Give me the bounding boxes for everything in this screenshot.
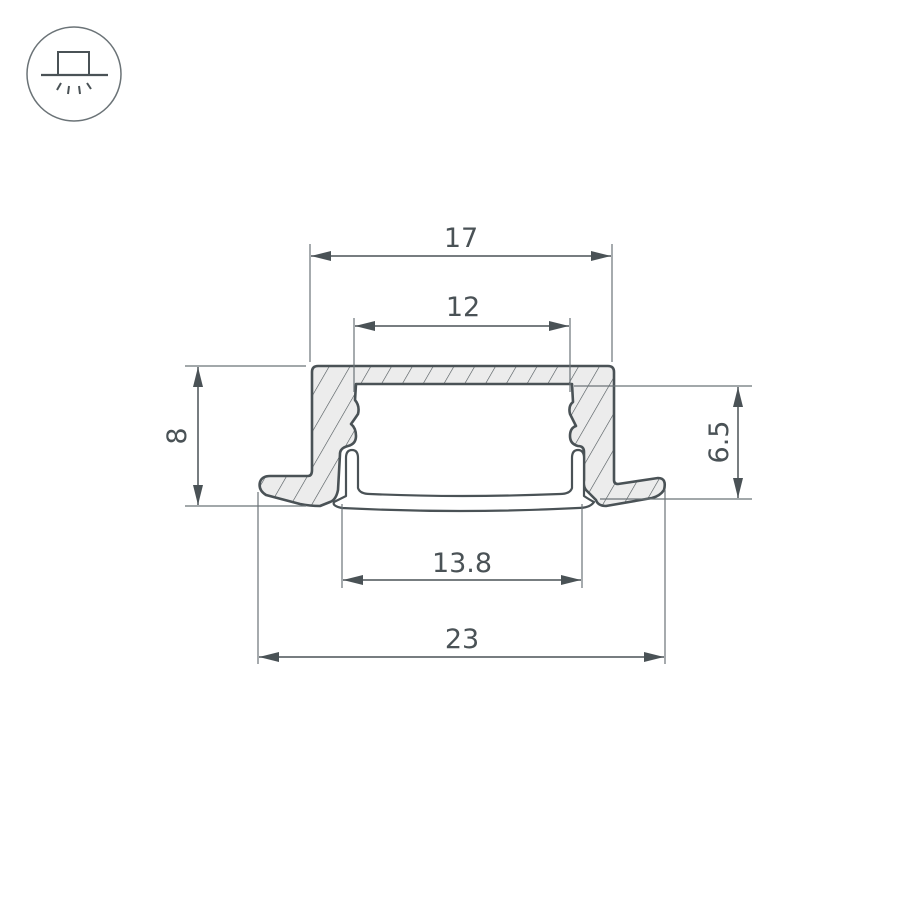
dim-label-17: 17 xyxy=(444,223,478,254)
recessed-ceiling-light-icon xyxy=(26,26,122,122)
extension-lines xyxy=(185,244,752,664)
dimension-lines xyxy=(193,251,743,662)
dim-label-23: 23 xyxy=(445,624,479,655)
diffuser xyxy=(332,448,596,513)
dim-label-12: 12 xyxy=(446,292,480,323)
aluminium-profile xyxy=(258,364,667,508)
dim-label-13-8: 13.8 xyxy=(432,548,492,579)
dim-label-8: 8 xyxy=(162,427,193,444)
dim-label-6-5: 6.5 xyxy=(704,421,735,464)
